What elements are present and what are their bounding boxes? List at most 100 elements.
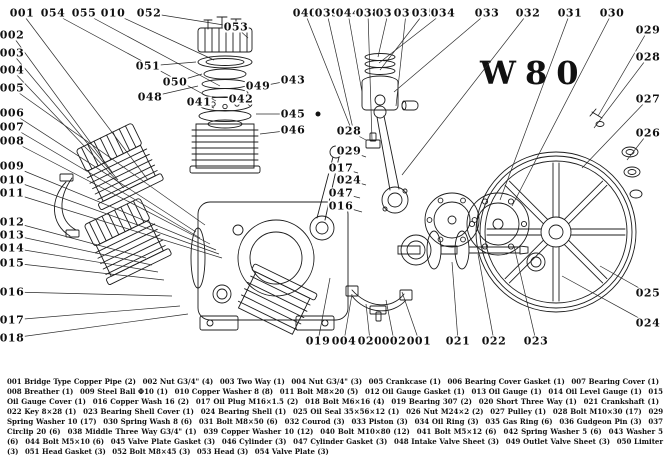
callout-001: 001 — [8, 6, 36, 20]
callout-020: 020 — [356, 334, 384, 348]
part-entry-033: 033 Piston (3) — [351, 417, 408, 426]
part-entry-037: 037 Circlip 20 (6) — [7, 417, 664, 436]
part-entry-046: 046 Cylinder (3) — [221, 437, 287, 446]
part-entry-041: 041 Bolt M5×12 (6) — [416, 427, 497, 436]
callout-017: 017 — [327, 161, 355, 175]
callout-042: 042 — [227, 92, 255, 106]
part-entry-022: 022 Key 8×28 (1) — [7, 407, 77, 416]
part-entry-040: 040 Bolt M10×80 (12) — [320, 427, 410, 436]
part-entry-031: 031 Bolt M8×50 (6) — [198, 417, 278, 426]
model-title: W80 — [480, 54, 588, 92]
callout-050: 050 — [161, 75, 189, 89]
part-entry-013: 013 Oil Gauge (1) — [471, 387, 542, 396]
crankcase-icon — [191, 202, 348, 330]
part-entry-011: 011 Bolt M8×20 (5) — [279, 387, 359, 396]
part-entry-044: 044 Bolt M5×10 (6) — [25, 437, 105, 446]
callout-004: 004 — [330, 334, 358, 348]
callout-043: 043 — [279, 73, 307, 87]
callout-012: 012 — [0, 215, 26, 229]
parts-list: 001 Bridge Type Copper Pipe (2) 002 Nut … — [7, 377, 663, 457]
part-entry-050: 050 Limiter (3) — [7, 437, 664, 456]
part-entry-027: 027 Pulley (1) — [490, 407, 547, 416]
callout-016: 016 — [0, 285, 26, 299]
callout-011: 011 — [0, 186, 26, 200]
part-entry-042: 042 Spring Washer 5 (6) — [503, 427, 602, 436]
part-entry-014: 014 Oil Level Gauge (1) — [548, 387, 642, 396]
part-entry-006: 006 Bearing Cover Gasket (1) — [447, 377, 565, 386]
callout-002: 002 — [380, 334, 408, 348]
part-entry-032: 032 Courod (3) — [284, 417, 345, 426]
part-entry-002: 002 Nut G3/4" (4) — [142, 377, 214, 386]
part-entry-039: 039 Copper Washer 10 (12) — [203, 427, 314, 436]
callout-003: 003 — [0, 46, 26, 60]
part-entry-049: 049 Outlet Valve Sheet (3) — [505, 437, 611, 446]
part-entry-034: 034 Oil Ring (3) — [414, 417, 479, 426]
callout-029: 029 — [634, 23, 662, 37]
callout-014: 014 — [0, 241, 26, 255]
callout-008: 008 — [0, 134, 26, 148]
callout-026: 026 — [634, 126, 662, 140]
callout-029: 029 — [335, 144, 363, 158]
callout-013: 013 — [0, 228, 26, 242]
callout-017: 017 — [0, 313, 26, 327]
part-entry-023: 023 Bearing Shell Cover (1) — [83, 407, 194, 416]
callout-005: 005 — [0, 81, 26, 95]
callout-024: 024 — [634, 316, 662, 330]
part-entry-016: 016 Copper Wash 16 (2) — [92, 397, 190, 406]
callout-033: 033 — [473, 6, 501, 20]
part-entry-035: 035 Gas Ring (6) — [485, 417, 553, 426]
part-entry-052: 052 Bolt M8×45 (3) — [112, 447, 191, 456]
part-entry-048: 048 Intake Valve Sheet (3) — [394, 437, 500, 446]
callout-010: 010 — [99, 6, 127, 20]
left-cylinder-upper-icon — [72, 121, 163, 210]
callout-019: 019 — [304, 334, 332, 348]
callout-034: 034 — [429, 6, 457, 20]
callout-047: 047 — [327, 186, 355, 200]
callout-048: 048 — [136, 90, 164, 104]
part-entry-028: 028 Bolt M10×30 (17) — [552, 407, 642, 416]
part-entry-024: 024 Bearing Shell (1) — [200, 407, 287, 416]
callout-009: 009 — [0, 159, 26, 173]
part-entry-054: 054 Valve Plate (3) — [254, 447, 329, 456]
part-entry-051: 051 Head Gasket (3) — [24, 447, 106, 456]
part-entry-018: 018 Bolt M6×16 (4) — [305, 397, 385, 406]
piston-conrod-icon — [310, 54, 418, 241]
callout-007: 007 — [0, 120, 26, 134]
callout-002: 002 — [0, 28, 26, 42]
part-entry-029: 029 Spring Washer 10 (17) — [7, 407, 664, 426]
callout-046: 046 — [279, 123, 307, 137]
callout-023: 023 — [522, 334, 550, 348]
callout-032: 032 — [514, 6, 542, 20]
part-entry-012: 012 Oil Gauge Gasket (1) — [364, 387, 465, 396]
part-entry-053: 053 Head (3) — [196, 447, 249, 456]
callout-041: 041 — [185, 95, 213, 109]
callout-001: 001 — [405, 334, 433, 348]
callout-004: 004 — [0, 63, 26, 77]
part-entry-045: 045 Valve Plate Gasket (3) — [110, 437, 216, 446]
part-entry-003: 003 Two Way (1) — [219, 377, 285, 386]
callout-006: 006 — [0, 106, 26, 120]
left-cylinder-lower-icon — [80, 196, 171, 285]
callout-022: 022 — [480, 334, 508, 348]
part-entry-007: 007 Bearing Cover (1) — [571, 377, 660, 386]
callout-025: 025 — [634, 286, 662, 300]
part-entry-021: 021 Crankshaft (1) — [583, 397, 660, 406]
callout-054: 054 — [39, 6, 67, 20]
callout-018: 018 — [0, 331, 26, 345]
part-entry-038: 038 Middle Three Way G3/4" (1) — [67, 427, 197, 436]
callout-045: 045 — [279, 107, 307, 121]
callout-028: 028 — [634, 50, 662, 64]
part-entry-004: 004 Nut G3/4" (3) — [291, 377, 362, 386]
callout-016: 016 — [327, 199, 355, 213]
callout-028: 028 — [335, 124, 363, 138]
callout-049: 049 — [244, 79, 272, 93]
callout-052: 052 — [135, 6, 163, 20]
callout-031: 031 — [556, 6, 584, 20]
part-entry-010: 010 Copper Washer 8 (8) — [174, 387, 274, 396]
callout-051: 051 — [134, 59, 162, 73]
callout-024: 024 — [335, 173, 363, 187]
part-entry-005: 005 Crankcase (1) — [368, 377, 441, 386]
callout-021: 021 — [444, 334, 472, 348]
callout-027: 027 — [634, 92, 662, 106]
